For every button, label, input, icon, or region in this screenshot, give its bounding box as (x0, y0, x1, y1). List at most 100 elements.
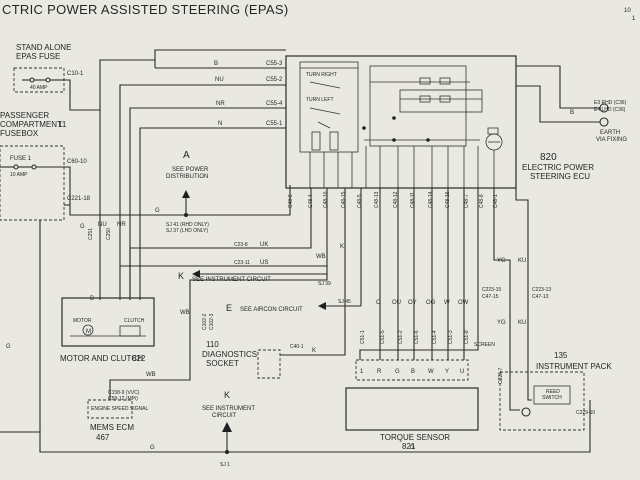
wire-yg-bottom: YG (497, 320, 506, 326)
c55-4-label: C55-4 (266, 101, 283, 107)
screen-label: SCREEN (474, 342, 495, 348)
torque-sensor-num: 821 (402, 442, 416, 451)
c223-13-label: C223-13 (532, 287, 551, 293)
motor-clutch-name: MOTOR AND CLUTCH (60, 354, 143, 363)
epas-fuse-amp: 40 AMP (30, 85, 48, 91)
wire-b-right: B (570, 110, 574, 116)
wire-k-diag: K (312, 348, 316, 354)
sensor-terminal: B (411, 369, 415, 375)
sensor-pin: C51-6 (414, 330, 420, 344)
sensor-terminals: 1 R G B W Y U (360, 369, 464, 375)
motor-label: MOTOR (73, 318, 92, 324)
sensor-pin: C51-3 (448, 330, 454, 344)
sensor-pin: C51-4 (432, 330, 438, 344)
torque-sensor-box (345, 387, 479, 431)
c55-2-label: C55-2 (266, 77, 283, 83)
instrument-pack-box (499, 371, 585, 431)
c60-label: C60-10 (67, 159, 87, 165)
c55-3-label: C55-3 (266, 61, 283, 67)
ecu-number: 820 (540, 152, 557, 163)
c47-15-label: C47-15 (482, 294, 499, 300)
sensor-wire-colors: O OU OY OG W OW (376, 300, 469, 306)
sj41-text: SJ 41 (RHD ONLY)SJ 37 (LHD ONLY) (166, 222, 209, 234)
clutch-icon (119, 325, 141, 337)
wire-ku-bottom: KU (518, 320, 526, 326)
sensor-terminal: U (460, 369, 464, 375)
k2-letter: K (224, 390, 230, 400)
wire-g-bottom-right: G (410, 445, 415, 451)
ecm-name: MEMS ECM (90, 423, 134, 432)
ecu-pin: C48-5 (357, 194, 363, 208)
page-ref: 10 (624, 8, 631, 14)
turn-right-label: TURN RIGHT (306, 72, 337, 78)
sensor-wire-color: O (376, 300, 381, 306)
sensor-terminal-block (355, 359, 469, 381)
wire-nu-side: NU (98, 222, 107, 228)
sensor-pin: C51-5 (380, 330, 386, 344)
relay-section (299, 61, 359, 153)
k-instrument-circuit: SEE INSTRUMENT CIRCUIT (192, 277, 271, 283)
sensor-terminal: R (377, 369, 382, 375)
c250-label: C250 (106, 228, 112, 240)
clutch-label: CLUTCH (124, 318, 145, 324)
wire-g-far-left: G (6, 344, 11, 350)
ecm-pins: C158-9 (VVC)C58-12 (MPi) (108, 390, 140, 402)
wire-k-ecu: K (340, 244, 344, 250)
sensor-terminal: Y (445, 369, 449, 375)
c229-7-label: C229-7 (498, 367, 504, 384)
c102-3-label: C102-3 (209, 313, 215, 330)
c47-13-label: C47-13 (532, 294, 549, 300)
wire-nr-side: NR (117, 222, 126, 228)
ecu-pin: C48-9 (288, 194, 294, 208)
c229-10-label: C229-10 (576, 410, 595, 416)
motor-clutch-box (61, 297, 155, 347)
sensor-terminal: G (395, 369, 400, 375)
e4-lhd-label: E4 LHD (C36) (594, 107, 626, 113)
c23-11-label: C23-11 (234, 260, 250, 266)
wire-yg-top: YG (497, 258, 506, 264)
fuse1-label: FUSE 1 (10, 156, 32, 162)
c40-label: C40-1 (290, 344, 304, 350)
wire-b-motor: B (90, 296, 94, 302)
c221-label: C221-18 (67, 196, 91, 202)
svg-text:M: M (86, 329, 91, 335)
wire-uk: UK (260, 242, 268, 248)
diagram-title: CTRIC POWER ASSISTED STEERING (EPAS) (2, 2, 289, 17)
ecu-pin: C48-7 (464, 194, 470, 208)
motor-clutch-num: 822 (132, 354, 146, 363)
c223-15-label: C223-15 (482, 287, 501, 293)
wire-n-top: N (218, 121, 222, 127)
power-distribution-letter: A (183, 150, 190, 161)
sensor-pin: C51-2 (398, 330, 404, 344)
page-ref-sub: 1 (632, 16, 636, 22)
wire-wb-bottom: WB (146, 372, 156, 378)
ecu-pin: C48-11 (410, 192, 416, 208)
passenger-fusebox-num: 11 (58, 120, 67, 129)
ecu-pin: C48-13 (374, 191, 380, 208)
torque-sensor-name: TORQUE SENSOR (380, 433, 450, 442)
wire-g-left: G (80, 224, 85, 230)
wire-wb-top: WB (316, 254, 326, 260)
ecm-num: 467 (96, 433, 110, 442)
wire-nr-top: NR (216, 101, 225, 107)
sensor-wire-color: OW (458, 300, 469, 306)
ecu-pin: C48-1 (493, 194, 499, 208)
c23-8-label: C23-8 (234, 242, 248, 248)
wire-ku-top: KU (518, 258, 526, 264)
ecu-pin: C48-12 (393, 191, 399, 208)
e-aircon-circuit: SEE AIRCON CIRCUIT (240, 307, 303, 313)
c251-label: C251 (88, 228, 94, 240)
wire-nu-top: NU (215, 77, 224, 83)
c102-2-label: C102-2 (202, 313, 208, 330)
c10-label: C10-1 (67, 71, 84, 77)
sensor-pin: C51-8 (464, 330, 470, 344)
sensor-pin: C51-1 (360, 330, 366, 344)
